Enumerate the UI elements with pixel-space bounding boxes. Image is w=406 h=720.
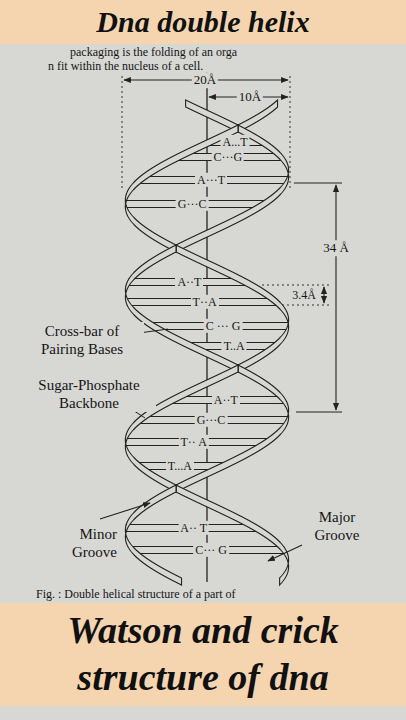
base-pair-label: T..A bbox=[222, 339, 247, 353]
part-label: Sugar-Phosphate Backbone bbox=[22, 376, 156, 412]
base-pair-label: G···C bbox=[176, 197, 209, 211]
dimension-label: 10Å bbox=[237, 89, 263, 105]
caption: Watson and crick structure of dna bbox=[23, 607, 383, 701]
caption-banner bbox=[0, 603, 406, 706]
base-pair-label: C···G bbox=[211, 150, 244, 164]
sugar-phosphate-strand bbox=[176, 485, 289, 585]
base-pair-label: T··A bbox=[191, 295, 219, 309]
sugar-phosphate-strand bbox=[176, 245, 289, 372]
base-pair-label: C··· G bbox=[193, 543, 229, 557]
base-pair-label: C ··· G bbox=[204, 319, 243, 333]
dimension-label: 34 Å bbox=[321, 240, 351, 256]
figure-caption: Fig. : Double helical structure of a par… bbox=[34, 587, 238, 601]
dimension-label: 20Å bbox=[192, 72, 218, 88]
base-pair-label: A··T bbox=[175, 275, 203, 289]
base-pair-label: A...T bbox=[220, 135, 249, 149]
dimension-tick bbox=[296, 412, 342, 413]
dimension-tick bbox=[262, 285, 332, 286]
sugar-phosphate-strand bbox=[238, 100, 278, 132]
base-pair-label: T·· A bbox=[178, 435, 208, 449]
base-pair-label: A·· T bbox=[178, 521, 209, 535]
part-label: Minor Groove bbox=[55, 525, 119, 561]
base-pair-label: A··T bbox=[212, 393, 240, 407]
part-label: Major Groove bbox=[305, 508, 369, 544]
page-text: packaging is the folding of an orga bbox=[68, 45, 239, 59]
dimension-label: 3.4Å bbox=[290, 288, 318, 302]
base-pair-label: G···C bbox=[195, 413, 228, 427]
groove-arrow bbox=[268, 545, 302, 561]
part-label: Cross-bar of Pairing Bases bbox=[20, 322, 144, 358]
dimension-arrow bbox=[335, 185, 336, 410]
dimension-tick bbox=[294, 183, 342, 184]
guide-line bbox=[122, 76, 123, 190]
groove-arrow bbox=[100, 503, 150, 519]
dimension-arrow bbox=[323, 287, 324, 303]
title-banner bbox=[0, 0, 406, 44]
double-helix bbox=[125, 100, 288, 585]
title: Dna double helix bbox=[0, 3, 406, 41]
sugar-phosphate-strand bbox=[125, 485, 181, 585]
sugar-phosphate-strand bbox=[176, 125, 289, 252]
base-pair-label: T...A bbox=[166, 459, 194, 473]
guide-line bbox=[290, 76, 291, 190]
base-pair-label: A···T bbox=[195, 173, 227, 187]
page-text: n fit within the nucleus of a cell. bbox=[46, 59, 205, 73]
sugar-phosphate-strand bbox=[186, 100, 238, 132]
